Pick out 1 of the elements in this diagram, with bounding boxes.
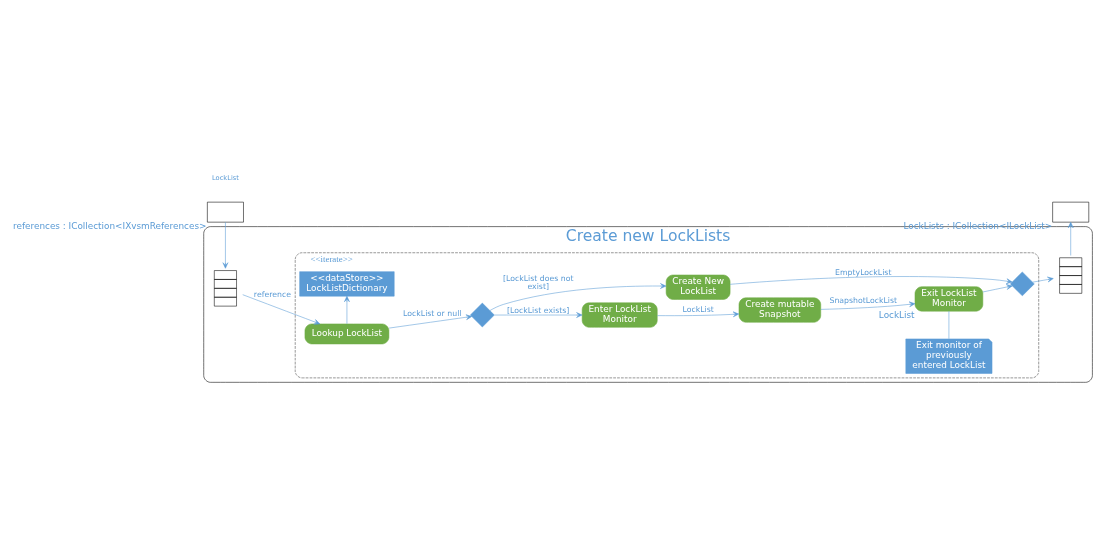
node-label: LockList [878,310,915,321]
